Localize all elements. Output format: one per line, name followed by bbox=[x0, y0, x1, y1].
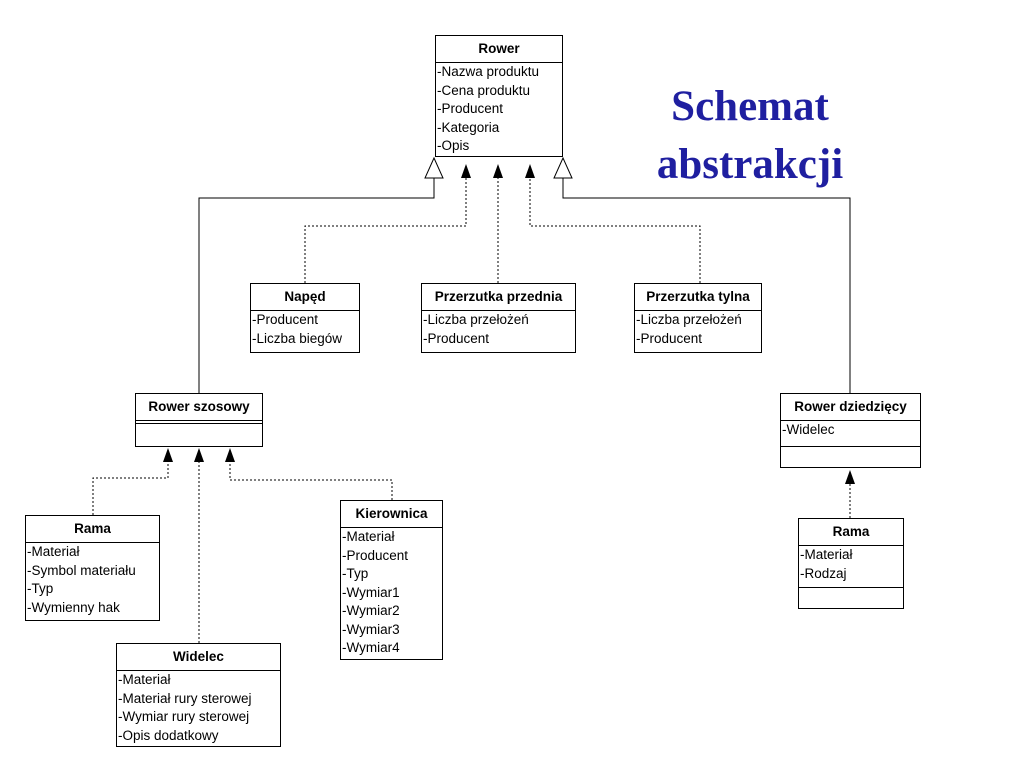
connector-line bbox=[198, 178, 435, 393]
class-attribute: -Producent bbox=[636, 330, 703, 346]
generalization-connector bbox=[198, 156, 444, 393]
class-name: Rama bbox=[799, 519, 903, 546]
class-box-naped: Napęd-Producent -Liczba biegów bbox=[250, 283, 360, 353]
generalization-arrowhead bbox=[553, 156, 573, 179]
class-attribute: -Materiał rury sterowej bbox=[118, 690, 252, 706]
dependency-connector bbox=[194, 448, 204, 643]
connector-line bbox=[92, 462, 169, 515]
class-attribute: -Wymiar4 bbox=[342, 640, 400, 655]
class-box-rama-szosowa: Rama-Materiał -Symbol materiału -Typ -Wymie… bbox=[25, 515, 160, 621]
diagram-title: Schemat abstrakcji bbox=[625, 78, 875, 194]
class-attribute: -Kategoria bbox=[437, 119, 500, 135]
class-box-rower-dziedziecy: Rower dziedzięcy-Widelec bbox=[780, 393, 921, 468]
class-attribute: -Nazwa produktu bbox=[437, 64, 540, 79]
class-box-przerzutka-przednia: Przerzutka przednia-Liczba przełożeń -Pro… bbox=[421, 283, 576, 353]
dependency-arrowhead bbox=[845, 470, 855, 484]
class-attributes: -Materiał -Rodzaj bbox=[799, 546, 903, 588]
class-attributes: -Producent -Liczba biegów bbox=[251, 311, 359, 353]
class-attribute: -Wymiar rury sterowej bbox=[118, 709, 250, 724]
class-attributes: -Liczba przełożeń -Producent bbox=[422, 311, 575, 353]
connector-line bbox=[229, 462, 393, 500]
connector-line bbox=[304, 178, 467, 283]
dependency-arrowhead bbox=[194, 448, 204, 462]
class-attribute: -Symbol materiału bbox=[27, 562, 136, 578]
class-attribute: -Materiał bbox=[342, 529, 395, 544]
class-attribute: -Producent bbox=[423, 330, 490, 346]
connector-line bbox=[562, 178, 851, 393]
dependency-connector bbox=[92, 448, 173, 515]
class-attribute: -Wymiar3 bbox=[342, 621, 400, 637]
class-attribute: -Liczba biegów bbox=[252, 330, 343, 346]
class-attributes: -Nazwa produktu -Cena produktu -Producent -… bbox=[436, 63, 562, 157]
class-attributes: -Materiał -Symbol materiału -Typ -Wymienny … bbox=[26, 543, 159, 621]
class-attribute: -Typ bbox=[27, 581, 54, 596]
class-name: Napęd bbox=[251, 284, 359, 311]
class-box-rower-szosowy: Rower szosowy bbox=[135, 393, 263, 447]
class-attribute: -Materiał bbox=[118, 672, 171, 687]
title-line-2: abstrakcji bbox=[656, 141, 844, 188]
class-attribute: -Cena produktu bbox=[437, 82, 531, 98]
class-attributes: -Liczba przełożeń -Producent bbox=[635, 311, 761, 353]
dependency-connector bbox=[525, 164, 701, 283]
class-attributes: -Widelec bbox=[781, 421, 920, 447]
class-name: Kierownica bbox=[341, 501, 442, 528]
class-attribute: -Opis bbox=[437, 138, 470, 153]
class-attribute: -Rodzaj bbox=[800, 565, 847, 581]
title-line-1: Schemat bbox=[671, 83, 829, 130]
class-attribute: -Wymiar1 bbox=[342, 584, 400, 600]
dependency-connector bbox=[845, 470, 855, 518]
class-box-kierownica: Kierownica-Materiał -Producent -Typ -Wymiar… bbox=[340, 500, 443, 660]
dependency-connector bbox=[225, 448, 393, 500]
class-box-przerzutka-tylna: Przerzutka tylna-Liczba przełożeń -Produc… bbox=[634, 283, 762, 353]
class-attribute: -Typ bbox=[342, 566, 369, 581]
dependency-arrowhead bbox=[225, 448, 235, 462]
class-name: Rower dziedzięcy bbox=[781, 394, 920, 421]
class-attribute: -Wymiar2 bbox=[342, 603, 400, 618]
class-attribute: -Producent bbox=[252, 312, 319, 327]
class-box-rower: Rower-Nazwa produktu -Cena produktu -Produ… bbox=[435, 35, 563, 157]
dependency-arrowhead bbox=[461, 164, 471, 178]
class-box-rama-dziecieca: Rama-Materiał -Rodzaj bbox=[798, 518, 904, 609]
dependency-arrowhead bbox=[525, 164, 535, 178]
dependency-arrowhead bbox=[493, 164, 503, 178]
generalization-connector bbox=[553, 156, 851, 393]
class-attribute: -Liczba przełożeń bbox=[423, 312, 529, 327]
class-name: Rower szosowy bbox=[136, 394, 262, 421]
class-name: Rama bbox=[26, 516, 159, 543]
class-name: Widelec bbox=[117, 644, 280, 671]
generalization-arrowhead bbox=[424, 156, 444, 179]
class-attributes bbox=[136, 421, 262, 424]
class-attribute: -Materiał bbox=[27, 544, 80, 559]
class-name: Przerzutka tylna bbox=[635, 284, 761, 311]
class-attribute: -Materiał bbox=[800, 547, 853, 562]
dependency-arrowhead bbox=[163, 448, 173, 462]
class-attributes: -Materiał -Materiał rury sterowej -Wymiar … bbox=[117, 671, 280, 747]
class-attribute: -Producent bbox=[342, 547, 409, 563]
class-attribute: -Liczba przełożeń bbox=[636, 312, 742, 327]
connector-line bbox=[529, 178, 701, 283]
class-attributes: -Materiał -Producent -Typ -Wymiar1 -Wymiar2 -… bbox=[341, 528, 442, 660]
class-attribute: -Opis dodatkowy bbox=[118, 727, 219, 743]
class-name: Przerzutka przednia bbox=[422, 284, 575, 311]
dependency-connector bbox=[493, 164, 503, 283]
class-box-widelec: Widelec-Materiał-Materiał rury sterowej-… bbox=[116, 643, 281, 747]
class-attribute: -Producent bbox=[437, 101, 504, 116]
class-attribute: -Widelec bbox=[782, 422, 835, 437]
class-attribute: -Wymienny hak bbox=[27, 599, 120, 615]
class-name: Rower bbox=[436, 36, 562, 63]
dependency-connector bbox=[304, 164, 471, 283]
